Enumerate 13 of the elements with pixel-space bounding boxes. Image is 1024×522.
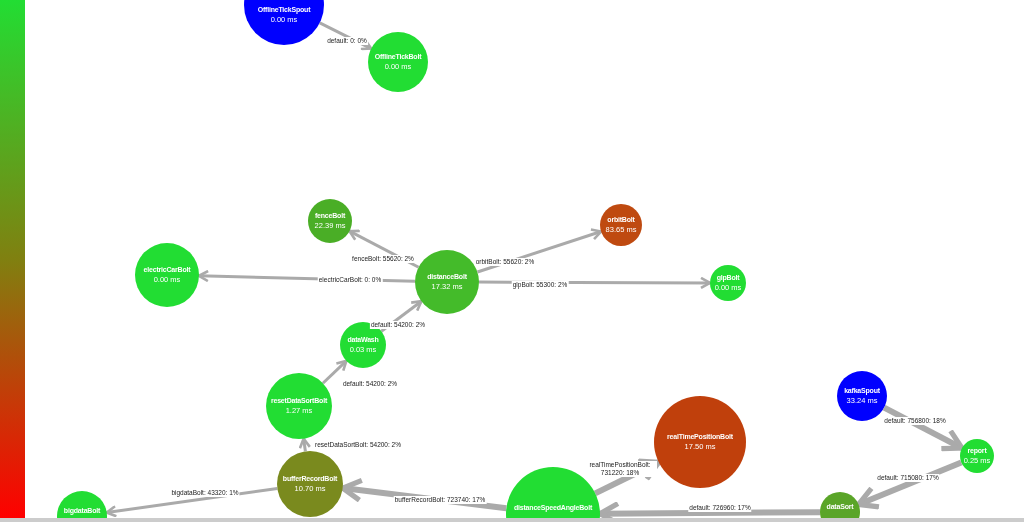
- arrow: [321, 359, 348, 385]
- arrow: [340, 477, 507, 512]
- arrow: [348, 229, 420, 269]
- arrow: [105, 487, 278, 518]
- component-circle: [368, 32, 428, 92]
- arrow: [855, 459, 963, 510]
- component-circle: [600, 204, 642, 246]
- component-circle: [960, 439, 994, 473]
- arrow: [298, 437, 312, 452]
- color-scale-bar: [0, 0, 25, 518]
- component-circle: [710, 265, 746, 301]
- component-circle: [308, 199, 352, 243]
- arrow: [882, 404, 965, 452]
